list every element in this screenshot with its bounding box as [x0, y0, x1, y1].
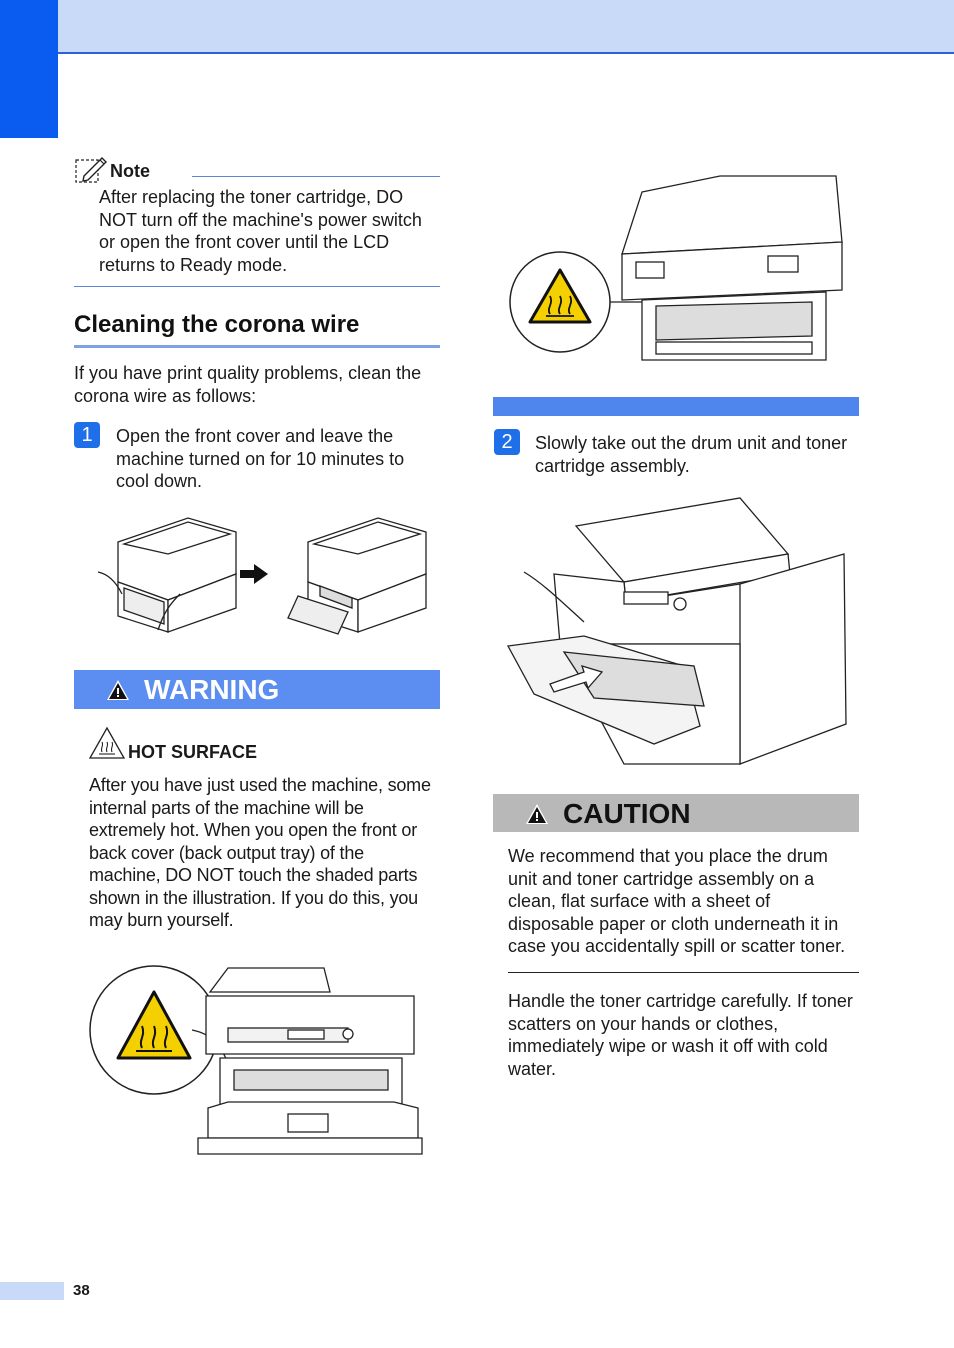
step-2-number: 2 — [494, 429, 520, 455]
step-1-number: 1 — [74, 422, 100, 448]
warning-triangle-icon — [107, 680, 129, 700]
caution-body-1: We recommend that you place the drum uni… — [508, 846, 846, 956]
step-1-illustration — [97, 517, 427, 635]
caution-divider — [508, 972, 859, 973]
warning-body: After you have just used the machine, so… — [89, 775, 431, 930]
section-intro: If you have print quality problems, clea… — [74, 363, 422, 406]
step-2-illustration — [506, 497, 847, 765]
hot-front-illustration — [89, 965, 423, 1155]
step-1-text: Open the front cover and leave the machi… — [116, 426, 405, 491]
step-divider-bar — [493, 397, 859, 416]
printer-open-illustration — [287, 517, 427, 635]
caution-banner: CAUTION — [493, 794, 859, 832]
printer-closed-illustration — [97, 517, 237, 633]
page-header-bar — [58, 0, 954, 54]
warning-banner: WARNING — [74, 670, 440, 709]
arrow-right-icon — [240, 564, 268, 584]
printer-front-open-drawing — [197, 967, 423, 1155]
section-title-rule — [74, 345, 440, 348]
chapter-tab — [0, 0, 58, 138]
hot-back-illustration — [509, 175, 843, 361]
printer-drum-removal-drawing — [506, 497, 847, 765]
note-label: Note — [110, 161, 150, 181]
page-number-tab — [0, 1282, 64, 1300]
note-end-rule — [74, 286, 440, 287]
caution-label: CAUTION — [563, 798, 691, 829]
page-number: 38 — [73, 1282, 90, 1299]
note-header: Note — [74, 152, 440, 188]
note-body: After replacing the toner cartridge, DO … — [99, 187, 422, 275]
note-rule — [192, 176, 440, 177]
section-title: Cleaning the corona wire — [74, 311, 360, 338]
printer-back-drawing — [621, 175, 843, 361]
warning-subhead: HOT SURFACE — [128, 742, 258, 762]
caution-triangle-icon — [526, 804, 548, 824]
note-pencil-icon — [75, 157, 107, 183]
pull-arrow-icon — [549, 665, 604, 693]
step-2-text: Slowly take out the drum unit and toner … — [535, 433, 848, 476]
warning-label: WARNING — [144, 674, 280, 705]
hot-symbol-badge-back — [509, 251, 650, 353]
hot-surface-icon — [88, 726, 126, 759]
caution-body-2: Handle the toner cartridge carefully. If… — [508, 991, 853, 1079]
